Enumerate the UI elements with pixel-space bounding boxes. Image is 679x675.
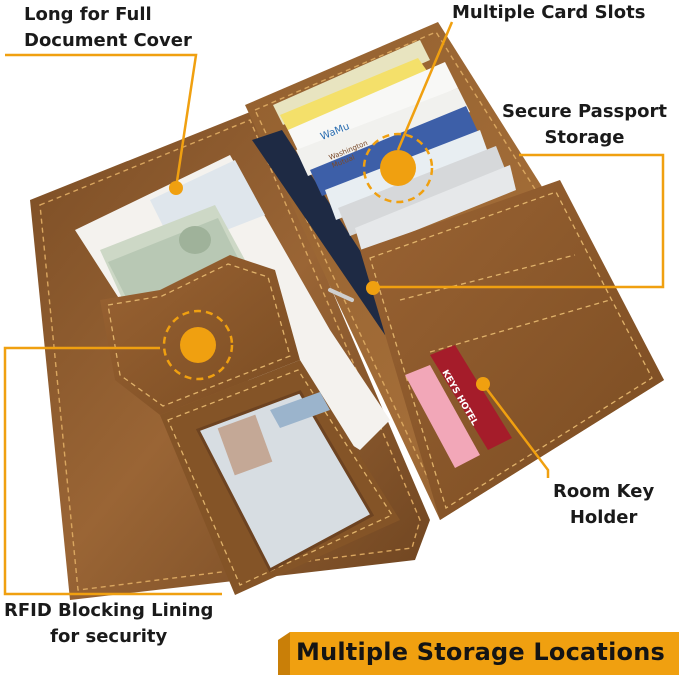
label-long-cover-line1: Long for Full	[24, 4, 152, 25]
label-room-key-line2: Holder	[569, 507, 638, 528]
banner-background	[278, 632, 679, 675]
leader-lines	[3, 21, 665, 596]
leader-rfid	[3, 346, 222, 596]
label-rfid: RFID Blocking Lining for security	[4, 598, 213, 650]
right-lower-pocket	[360, 180, 664, 520]
callout-passport-dot	[362, 132, 434, 204]
label-rfid-line2: for security	[50, 626, 168, 647]
leader-long-cover	[5, 53, 198, 189]
banner-title: Multiple Storage Locations	[296, 638, 665, 666]
id-window	[195, 390, 375, 573]
label-room-key: Room Key Holder	[553, 479, 654, 531]
label-long-cover: Long for Full Document Cover	[24, 2, 192, 54]
label-card-slots: Multiple Card Slots	[452, 0, 645, 26]
label-passport-line2: Storage	[544, 127, 625, 148]
label-long-cover-line2: Document Cover	[24, 30, 192, 51]
zipper-pull	[328, 288, 354, 302]
cash-bills	[100, 205, 245, 305]
leader-passport	[373, 153, 665, 289]
passport	[252, 130, 405, 335]
leader-card-slots	[396, 21, 454, 151]
label-card-slots-line1: Multiple Card Slots	[452, 2, 646, 23]
label-passport-line1: Secure Passport	[501, 101, 667, 122]
leader-room-key	[482, 383, 550, 478]
label-rfid-line1: RFID Blocking Lining	[4, 600, 214, 621]
label-passport: Secure Passport Storage	[502, 99, 667, 151]
callout-rfid-dot	[162, 309, 234, 381]
label-room-key-line1: Room Key	[553, 481, 655, 502]
